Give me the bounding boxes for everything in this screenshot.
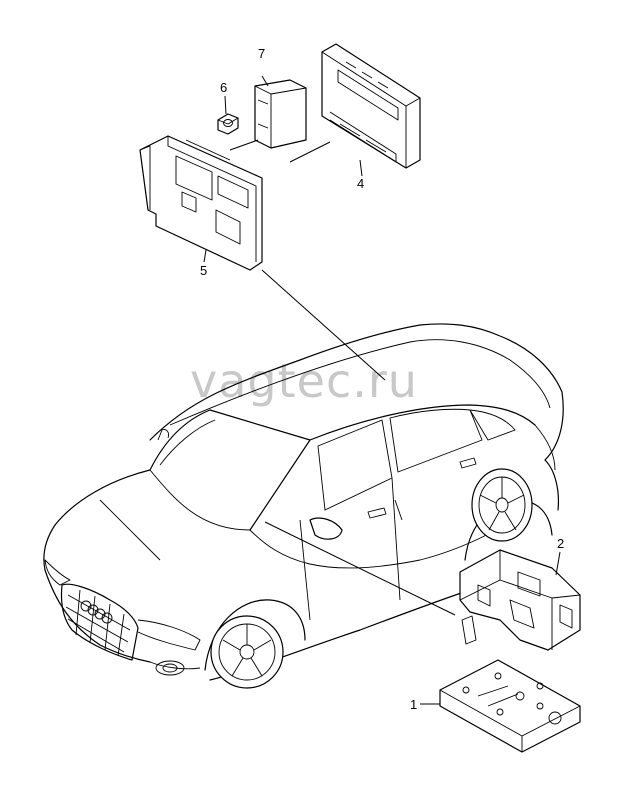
callout-7: 7 [258,46,265,61]
part-1-plate [439,659,581,753]
callout-4: 4 [357,176,364,191]
callout-2: 2 [557,536,564,551]
connector-line [289,141,331,163]
watermark-text: vagtec.ru [190,354,418,408]
callout-1: 1 [410,697,417,712]
callout-5: 5 [200,263,207,278]
part-6-nut [217,113,239,135]
part-2-carrier [459,549,581,651]
leader-lines [203,75,561,705]
part-4-control-unit [321,43,421,169]
car-illustration [43,323,564,689]
callout-6: 6 [220,80,227,95]
part-5-bracket [139,135,263,271]
part-7-module [254,79,307,149]
